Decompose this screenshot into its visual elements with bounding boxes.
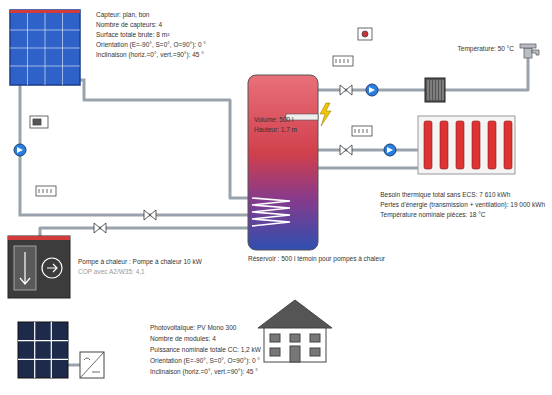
collector-node: Capteur: plan, bonNombre de capteurs: 4S… bbox=[8, 8, 243, 88]
node-text: Température nominale pièces: 18 °C bbox=[380, 210, 545, 220]
heat-exchanger bbox=[425, 78, 445, 102]
node-text: COP avec A2/W35: 4,1 bbox=[78, 267, 202, 277]
node-text: Hauteur: 1,7 m bbox=[254, 125, 297, 135]
solar-collector bbox=[10, 10, 80, 85]
heat-pump-shape bbox=[8, 236, 70, 298]
text-group: Réservoir : 500 l témoin pour pompes à c… bbox=[248, 254, 385, 264]
node-text: Volume: 500 l bbox=[254, 115, 297, 125]
node-text: Besoin thermique total sans ECS: 7 610 k… bbox=[380, 190, 545, 200]
node-text: Puissance nominale totale CC: 1,2 kW bbox=[150, 344, 261, 355]
node-text: Réservoir : 500 l témoin pour pompes à c… bbox=[248, 254, 385, 264]
text-group: Volume: 500 lHauteur: 1,7 m bbox=[254, 115, 297, 135]
node-text: Température: 50 °C bbox=[458, 44, 514, 54]
layout-pipes bbox=[20, 80, 418, 365]
node-text: Surface totale brute: 8 m² bbox=[96, 30, 206, 40]
pipe-connector bbox=[84, 88, 248, 198]
node-text: Photovoltaïque: PV Mono 300 bbox=[150, 322, 261, 333]
node-text: Orientation (E=-90°, S=0°, O=90°): 0 ° bbox=[96, 40, 206, 50]
pv-array-shape bbox=[18, 322, 104, 378]
radiator: Besoin thermique total sans ECS: 7 610 k… bbox=[418, 116, 515, 174]
storage-tank: Volume: 500 lHauteur: 1,7 mRéservoir : 5… bbox=[248, 75, 318, 250]
pump-symbols bbox=[14, 84, 396, 156]
node-text: Nombre de modules: 4 bbox=[150, 333, 261, 344]
text-group: Pompe à chaleur : Pompe à chaleur 10 kWC… bbox=[78, 257, 202, 277]
controller-icons bbox=[30, 28, 372, 196]
storage-tank-shape bbox=[248, 75, 331, 250]
text-group: Capteur: plan, bonNombre de capteurs: 4S… bbox=[96, 10, 206, 60]
node-text: Capteur: plan, bon bbox=[96, 10, 206, 20]
node-text: Inclinaison (horiz.=0°, vert.=90°): 45 ° bbox=[150, 366, 261, 377]
heat-pump: Pompe à chaleur : Pompe à chaleur 10 kWC… bbox=[8, 236, 70, 298]
node-text: Inclinaison (horiz.=0°, vert.=90°): 45 ° bbox=[96, 50, 206, 60]
node-text: Pertes d'énergie (transmission + ventila… bbox=[380, 200, 545, 210]
tap-symbol bbox=[520, 44, 539, 58]
text-group: Besoin thermique total sans ECS: 7 610 k… bbox=[380, 190, 545, 220]
pv-array: Photovoltaïque: PV Mono 300Nombre de mod… bbox=[18, 322, 68, 378]
radiator-shape bbox=[418, 116, 515, 174]
node-text: Pompe à chaleur : Pompe à chaleur 10 kW bbox=[78, 257, 202, 267]
text-group: Photovoltaïque: PV Mono 300Nombre de mod… bbox=[150, 322, 261, 377]
house-icon bbox=[258, 300, 332, 362]
pipe-connector bbox=[40, 228, 248, 236]
node-text: Nombre de capteurs: 4 bbox=[96, 20, 206, 30]
pipe-connector bbox=[318, 149, 418, 152]
node-text: Orientation (E=-90°, S=0°, O=90°): 0 ° bbox=[150, 355, 261, 366]
text-group: Température: 50 °C bbox=[458, 44, 514, 54]
dhw-tap: Température: 50 °C bbox=[520, 42, 538, 58]
valve-symbols bbox=[94, 85, 352, 233]
